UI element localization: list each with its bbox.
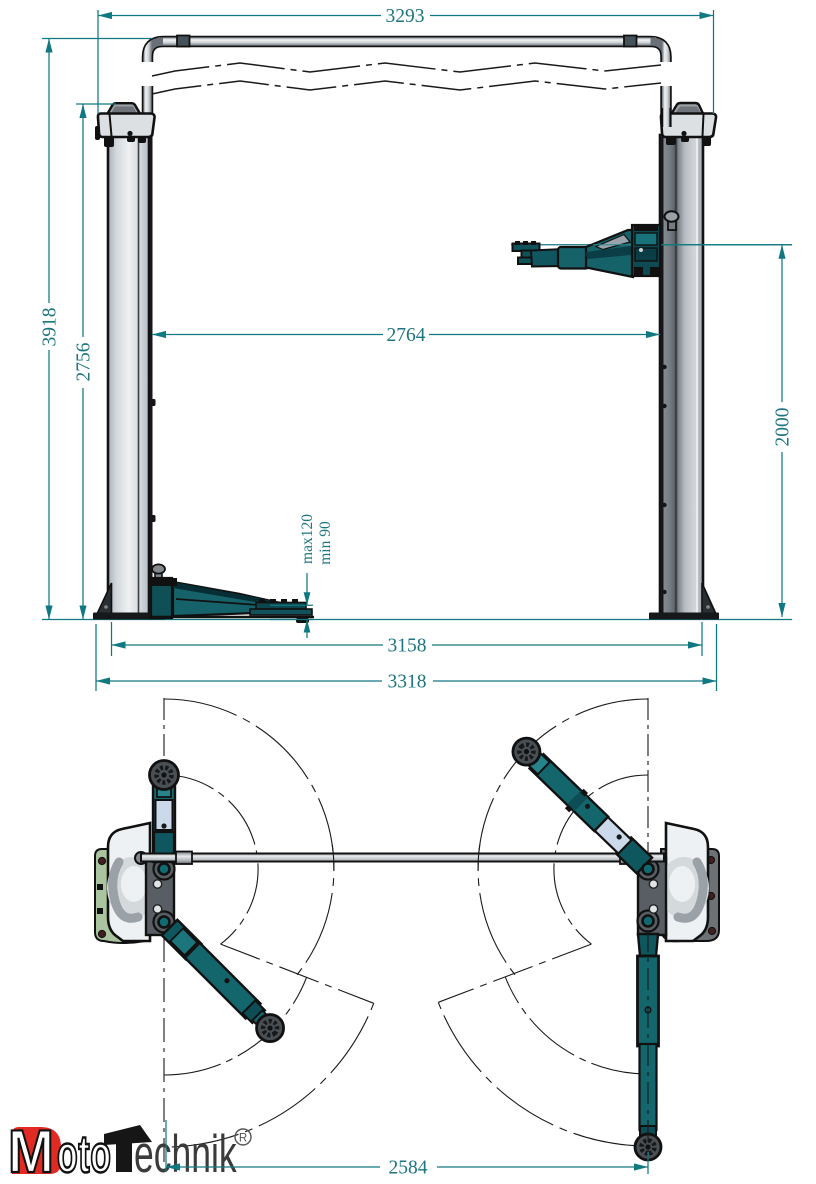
svg-text:2756: 2756 <box>74 342 95 381</box>
svg-text:M: M <box>8 1119 54 1184</box>
svg-text:3918: 3918 <box>40 308 61 347</box>
svg-text:oto: oto <box>57 1126 112 1184</box>
svg-text:3318: 3318 <box>388 672 427 693</box>
svg-text:R: R <box>239 1133 247 1145</box>
svg-text:2000: 2000 <box>773 408 794 447</box>
svg-text:2584: 2584 <box>389 1158 428 1179</box>
svg-text:max120: max120 <box>299 514 316 564</box>
svg-text:min 90: min 90 <box>317 521 334 565</box>
svg-text:3293: 3293 <box>386 6 425 27</box>
svg-text:2764: 2764 <box>387 325 426 346</box>
svg-text:echnik: echnik <box>134 1124 237 1184</box>
svg-text:3158: 3158 <box>388 636 427 657</box>
